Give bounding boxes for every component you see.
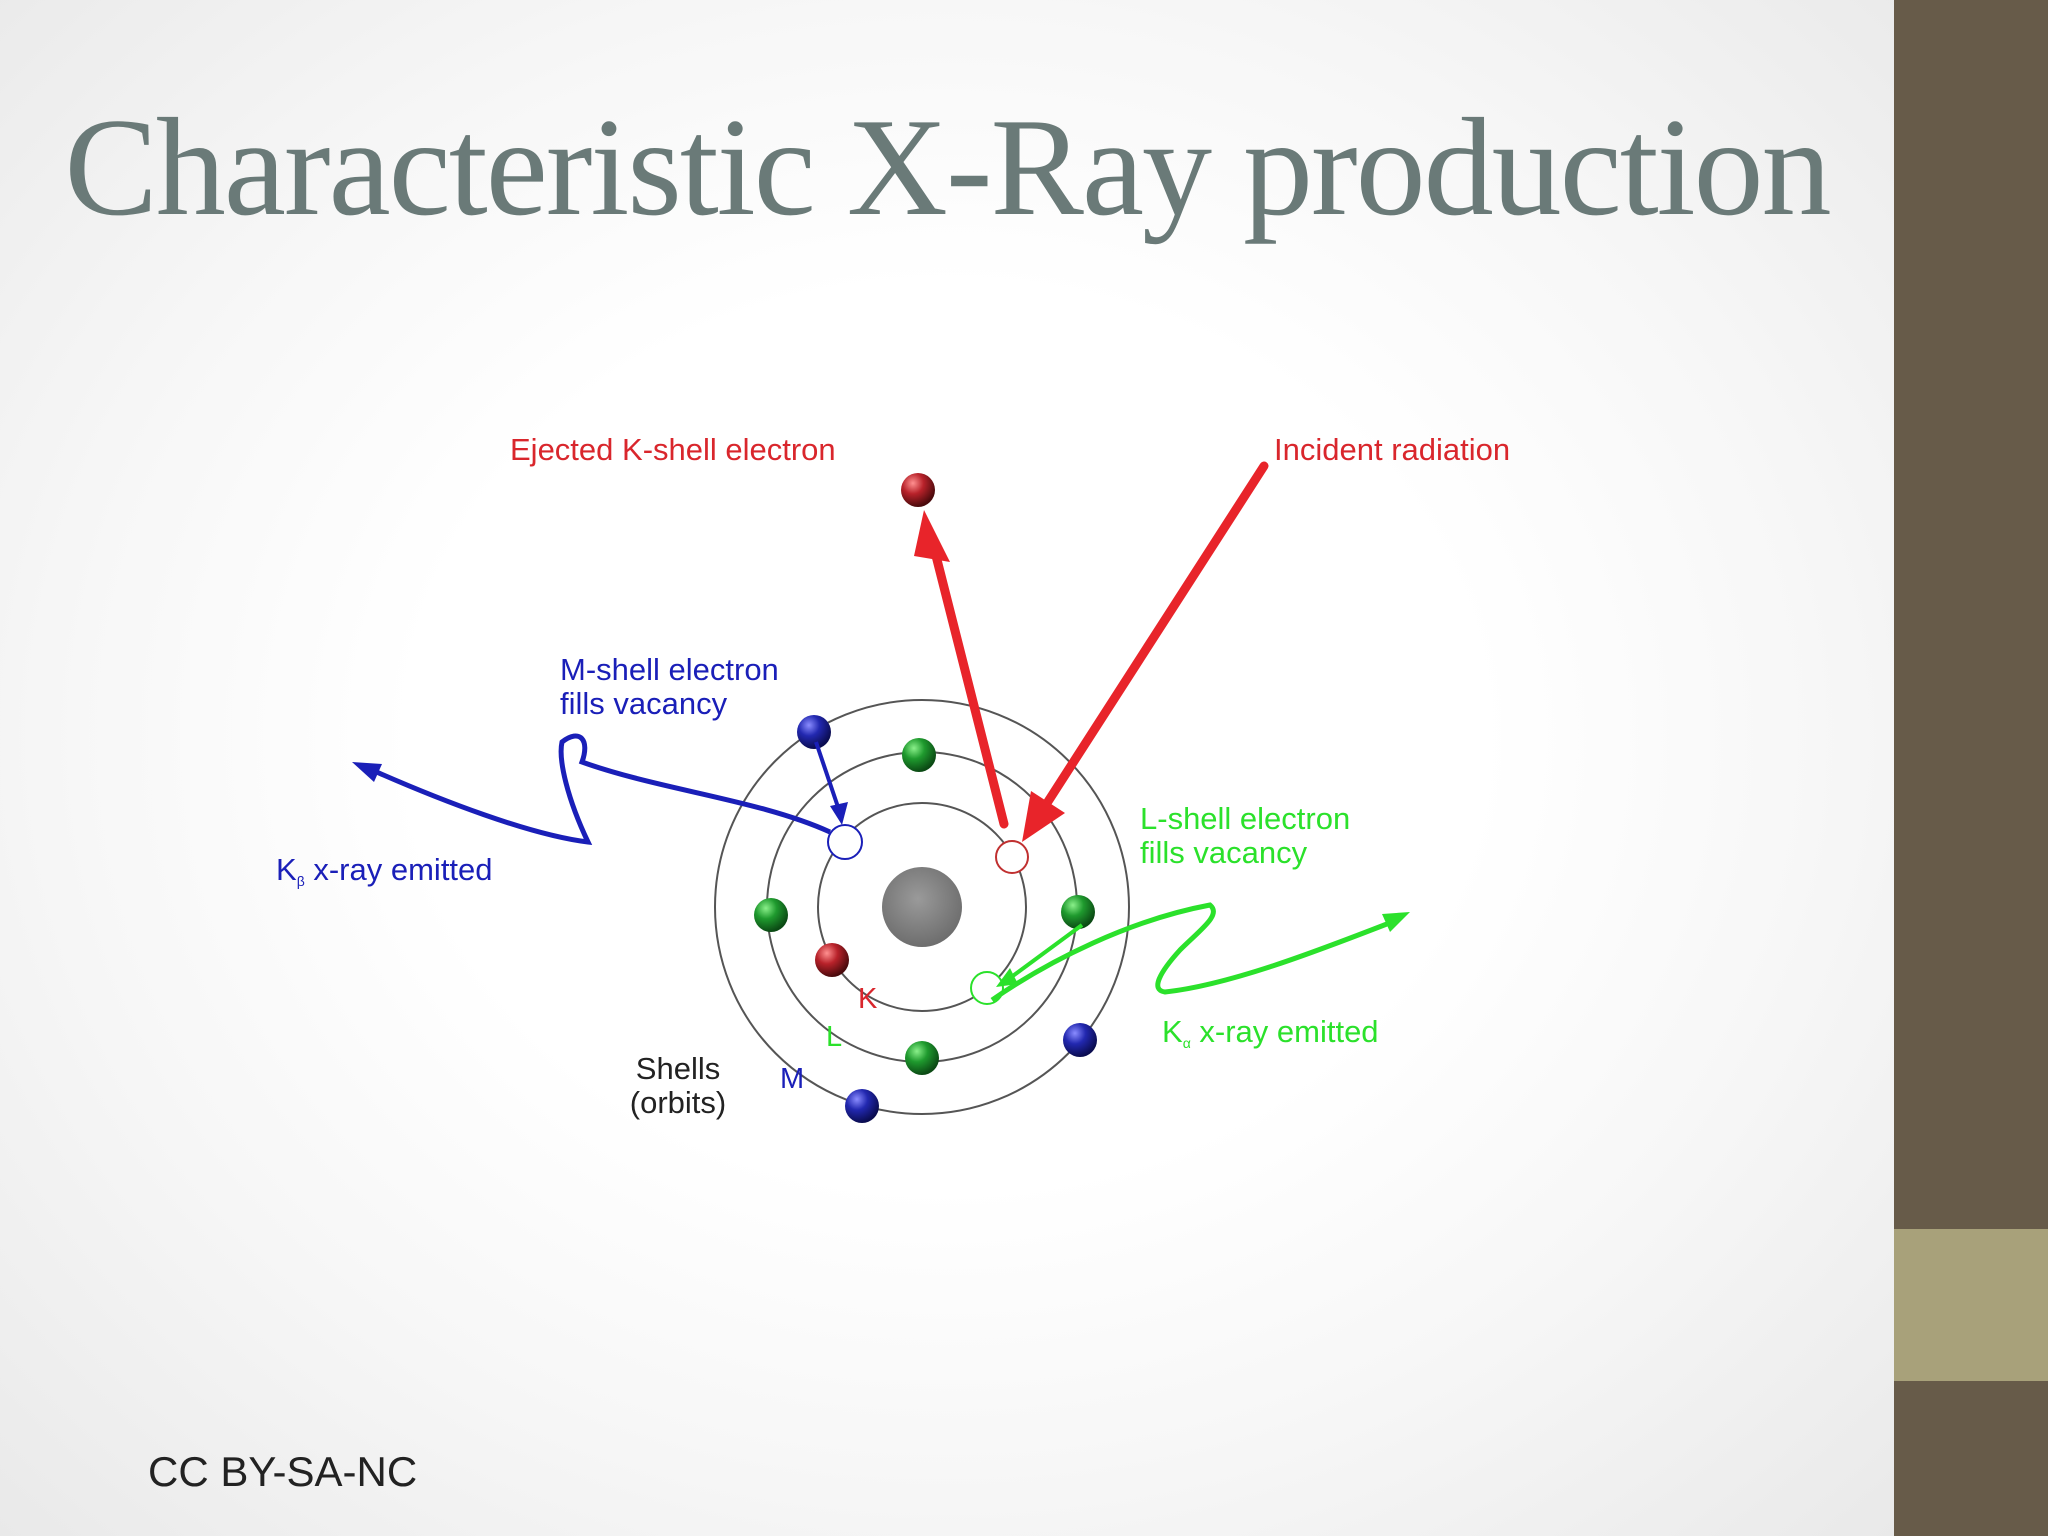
xray-diagram: Ejected K-shell electron Incident radiat…	[276, 432, 1510, 1123]
kalpha-arrow-head	[1382, 912, 1410, 932]
label-kalpha: Kα x-ray emitted	[1162, 1014, 1379, 1051]
orbit-m	[714, 699, 1130, 1115]
label-m-shell-fill-line1: M-shell electron	[560, 652, 779, 687]
l-to-k-arrow-shaft	[1008, 923, 1084, 980]
label-ejected: Ejected K-shell electron	[510, 432, 836, 467]
label-shells-line2: (orbits)	[630, 1085, 726, 1120]
license-footer: CC BY-SA-NC	[148, 1448, 418, 1495]
slide-background	[0, 0, 1894, 1536]
orbit-k	[817, 802, 1027, 1012]
k-vacancy-filled-by-l	[970, 971, 1004, 1005]
electron-l-right	[1061, 895, 1095, 929]
electron-k	[815, 943, 849, 977]
label-shell-m: M	[780, 1063, 804, 1095]
k-vacancy	[995, 840, 1029, 874]
incident-arrow-head	[1022, 791, 1065, 842]
electron-m-right	[1063, 1023, 1097, 1057]
electron-l-top	[902, 738, 936, 772]
label-l-shell-fill-line2: fills vacancy	[1140, 835, 1308, 870]
ejected-arrow-head	[914, 510, 950, 562]
kbeta-wave-path	[370, 733, 832, 846]
kalpha-wave-path	[990, 902, 1393, 1003]
label-l-shell-fill-line1: L-shell electron	[1140, 801, 1350, 836]
sidebar-accent-block	[1894, 1229, 2048, 1381]
label-kbeta: Kβ x-ray emitted	[276, 852, 493, 889]
label-m-shell-fill-line2: fills vacancy	[560, 686, 728, 721]
ejected-electron	[901, 473, 935, 507]
electron-l-bottom	[905, 1041, 939, 1075]
incident-arrow-shaft	[1035, 461, 1269, 819]
l-vacancy	[827, 824, 863, 860]
label-shell-l: L	[826, 1021, 842, 1053]
m-to-l-arrow-shaft	[814, 741, 841, 811]
electron-m-topleft	[797, 715, 831, 749]
label-shell-k: K	[858, 983, 878, 1015]
l-to-k-arrow-head	[996, 968, 1018, 987]
slide-title: Characteristic X-Ray production	[64, 90, 1831, 245]
electron-l-left	[754, 898, 788, 932]
m-to-l-arrow-head	[830, 802, 848, 825]
electron-m-bottom	[845, 1089, 879, 1123]
kbeta-arrow-head	[352, 762, 382, 782]
label-shells-line1: Shells	[636, 1051, 720, 1086]
label-incident: Incident radiation	[1274, 432, 1510, 467]
nucleus	[882, 867, 962, 947]
ejected-arrow-shaft	[927, 535, 1009, 829]
